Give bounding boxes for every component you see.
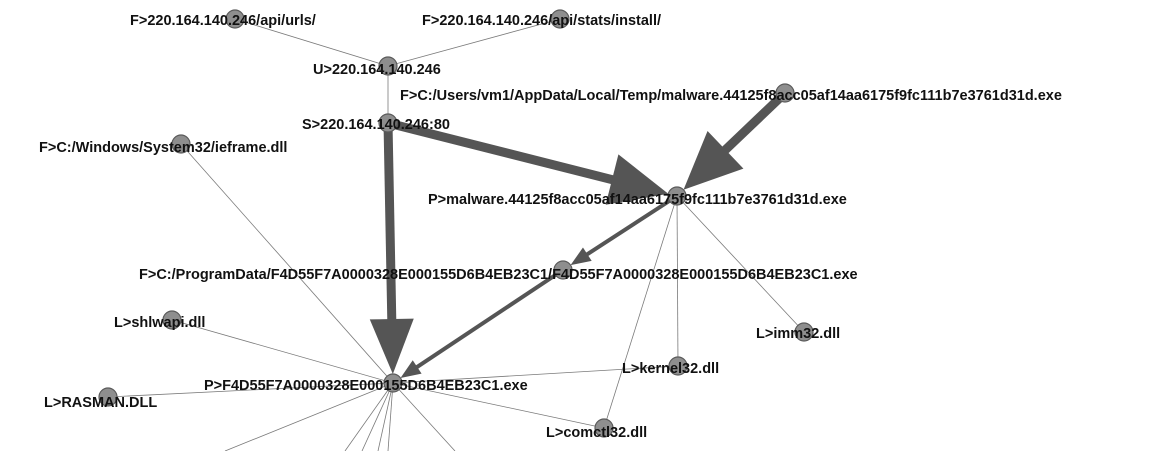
node-label-f_ieframe: F>C:/Windows/System32/ieframe.dll xyxy=(39,140,287,156)
edge-p_f4d-offscreen-3 xyxy=(377,382,394,451)
node-label-l_rasman: L>RASMAN.DLL xyxy=(44,395,157,411)
arrowhead-f_programdata-p_f4d xyxy=(400,360,422,379)
node-l_imm32[interactable] xyxy=(794,322,814,342)
node-label-u_ip: U>220.164.140.246 xyxy=(313,62,441,78)
node-label-p_f4d: P>F4D55F7A0000328E000155D6B4EB23C1.exe xyxy=(204,378,528,394)
edge-p_malware-f_programdata xyxy=(584,194,679,257)
edge-f_temp-p_malware xyxy=(720,89,789,155)
node-l_kernel32[interactable] xyxy=(668,356,688,376)
node-l_rasman[interactable] xyxy=(98,387,118,407)
edge-p_f4d-offscreen-4 xyxy=(387,382,394,451)
node-l_shlwapi[interactable] xyxy=(162,310,182,330)
node-label-l_shlwapi: L>shlwapi.dll xyxy=(114,315,205,331)
edge-p_malware-l_imm32 xyxy=(676,195,805,333)
edge-p_malware-l_comctl32 xyxy=(603,195,678,429)
edge-f_ieframe-p_f4d xyxy=(180,143,394,384)
edge-s_ip-p_malware xyxy=(386,118,616,185)
edge-p_f4d-offscreen-2 xyxy=(361,382,394,451)
edge-l_shlwapi-p_f4d xyxy=(171,319,394,384)
arrowhead-s_ip-p_f4d xyxy=(369,318,414,375)
node-f_install[interactable] xyxy=(550,9,570,29)
node-p_malware[interactable] xyxy=(667,186,687,206)
node-f_temp[interactable] xyxy=(775,83,795,103)
arrowhead-s_ip-p_malware xyxy=(605,154,669,205)
edge-p_f4d-offscreen-1 xyxy=(344,382,394,451)
node-label-l_kernel32: L>kernel32.dll xyxy=(622,361,719,377)
node-label-f_urls: F>220.164.140.246/api/urls/ xyxy=(130,13,316,29)
node-label-f_install: F>220.164.140.246/api/stats/install/ xyxy=(422,13,661,29)
arrowhead-p_malware-f_programdata xyxy=(570,247,592,266)
node-f_programdata[interactable] xyxy=(553,260,573,280)
node-label-l_imm32: L>imm32.dll xyxy=(756,326,840,342)
node-u_ip[interactable] xyxy=(378,56,398,76)
node-label-f_programdata: F>C:/ProgramData/F4D55F7A0000328E000155D… xyxy=(139,267,858,283)
node-f_ieframe[interactable] xyxy=(171,134,191,154)
node-f_urls[interactable] xyxy=(225,9,245,29)
arrowhead-f_temp-p_malware xyxy=(683,130,744,190)
edge-p_f4d-offscreen-0 xyxy=(224,382,394,451)
node-l_comctl32[interactable] xyxy=(594,418,614,438)
edge-l_kernel32-p_f4d xyxy=(392,365,679,384)
node-label-s_ip: S>220.164.140.246:80 xyxy=(302,117,450,133)
edge-p_malware-l_kernel32 xyxy=(676,195,679,367)
edge-p_f4d-offscreen-5 xyxy=(392,382,456,451)
node-label-l_comctl32: L>comctl32.dll xyxy=(546,425,647,441)
node-s_ip[interactable] xyxy=(378,113,398,133)
node-label-p_malware: P>malware.44125f8acc05af14aa6175f9fc111b… xyxy=(428,192,847,208)
edge-l_comctl32-p_f4d xyxy=(392,382,605,429)
node-p_f4d[interactable] xyxy=(383,373,403,393)
edge-l_rasman-p_f4d xyxy=(107,382,394,398)
node-label-f_temp: F>C:/Users/vm1/AppData/Local/Temp/malwar… xyxy=(400,88,1062,104)
edge-f_install-u_ip xyxy=(387,18,561,67)
edge-s_ip-p_f4d xyxy=(383,122,397,322)
edge-f_programdata-p_f4d xyxy=(414,268,565,370)
edge-f_urls-u_ip xyxy=(234,18,389,67)
